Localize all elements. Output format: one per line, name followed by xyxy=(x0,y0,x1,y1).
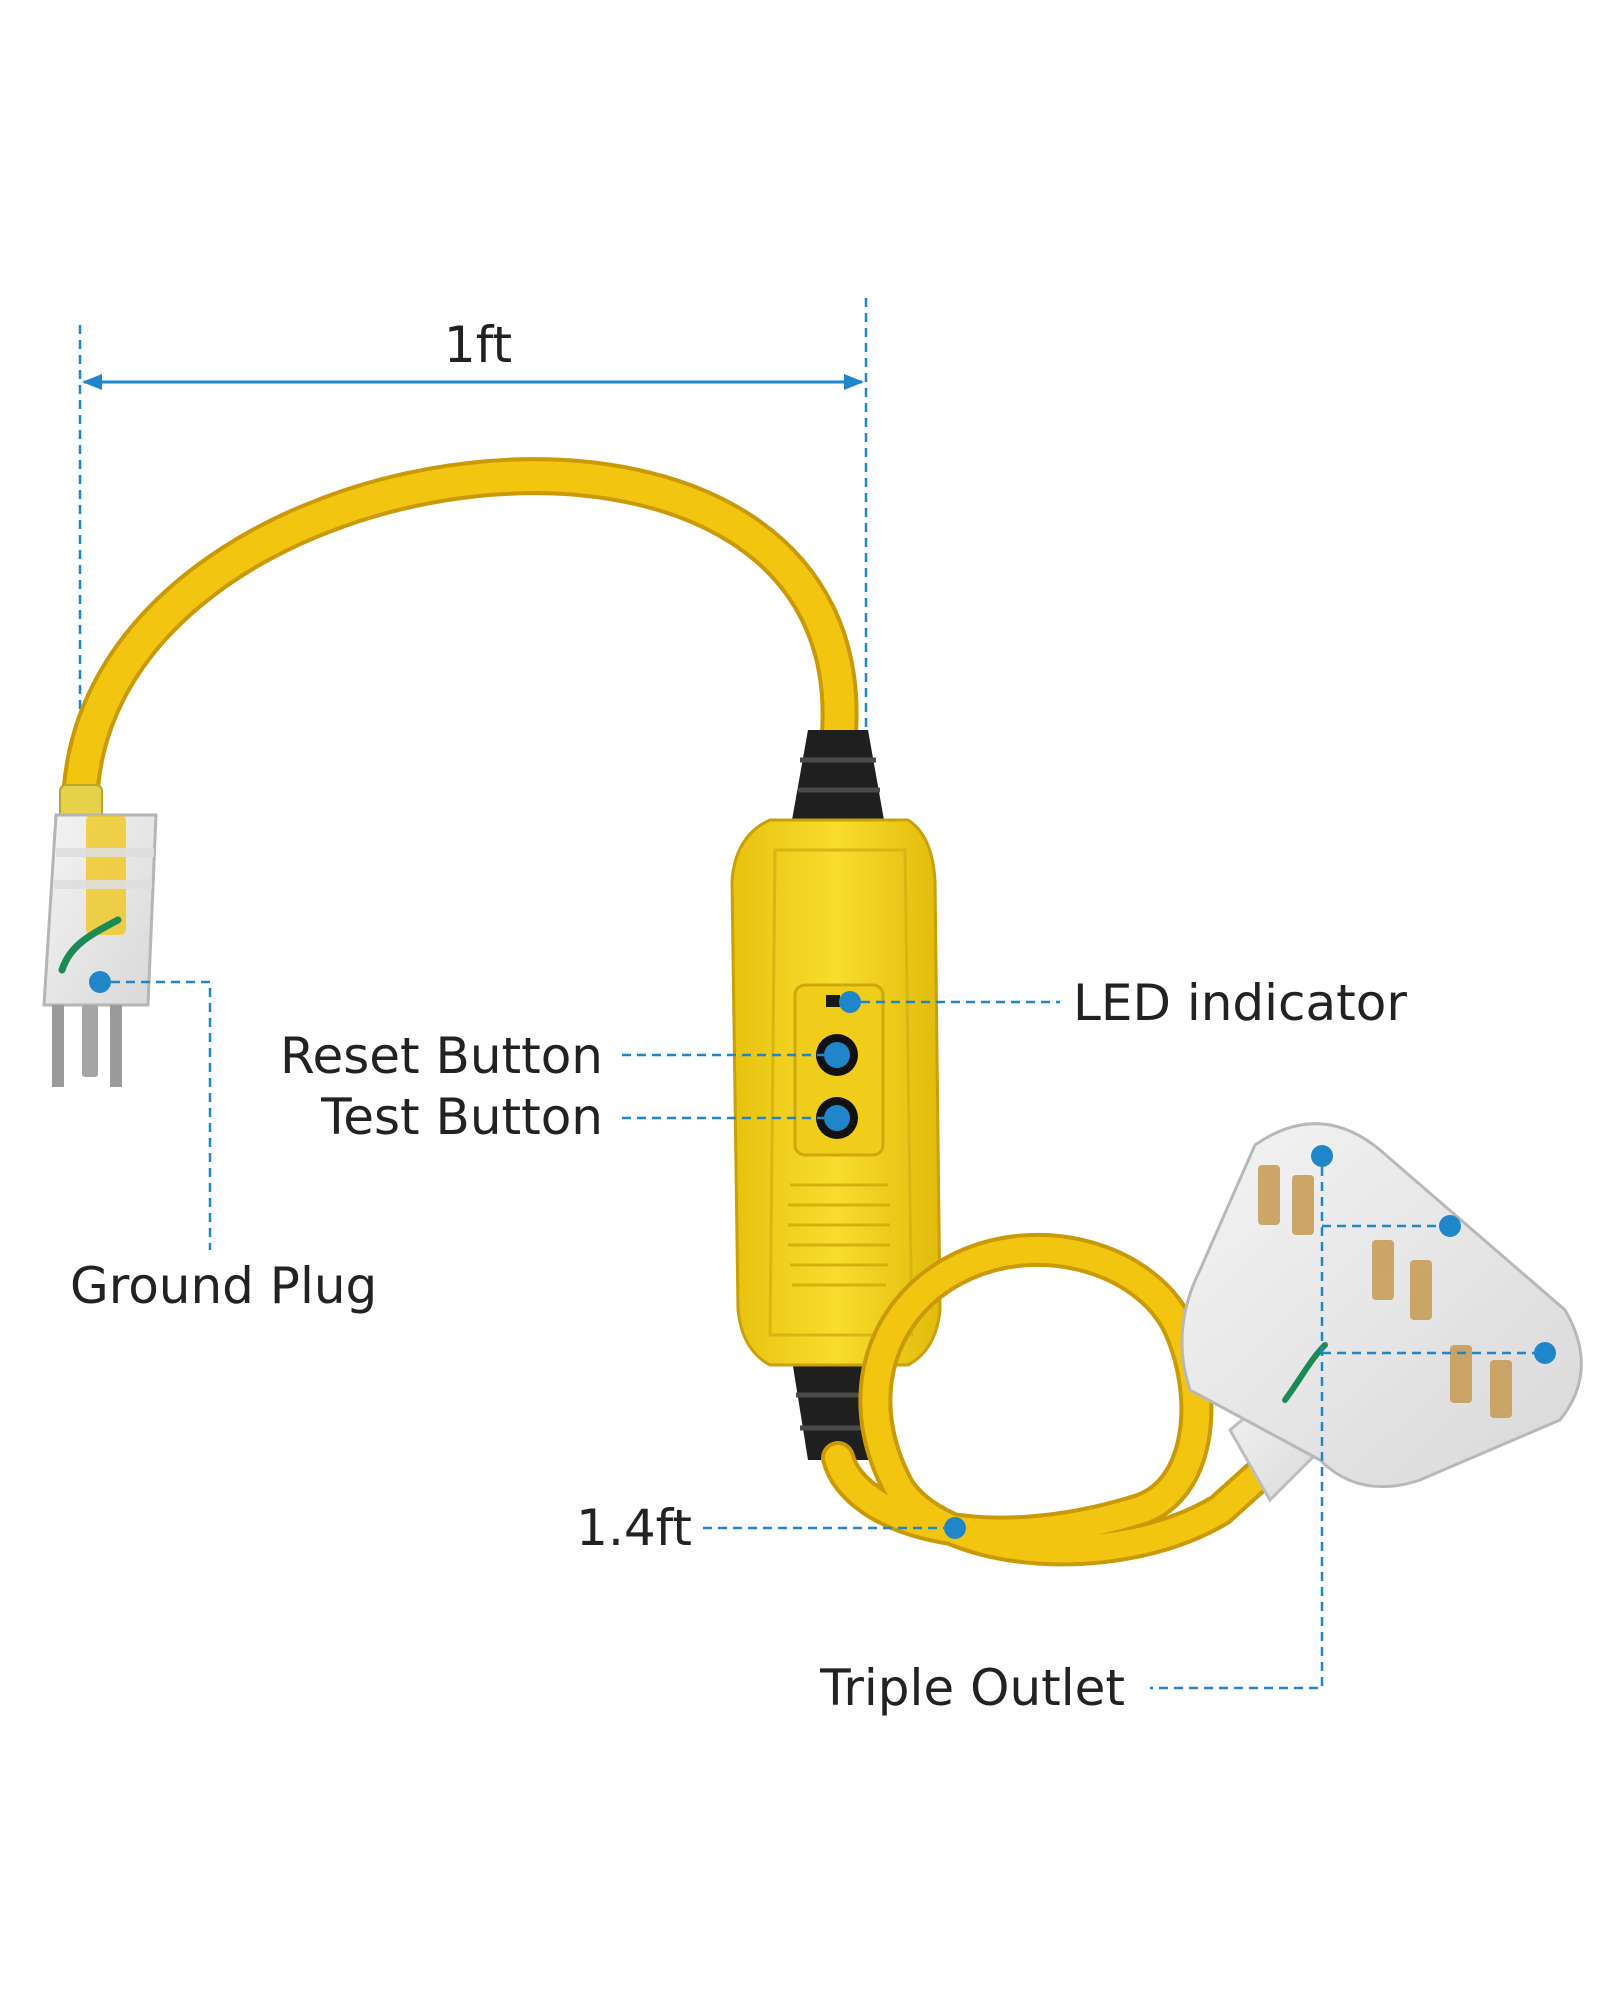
dimension-bottom-label: 1.4ft xyxy=(576,1499,692,1557)
callout-reset-dot xyxy=(824,1042,850,1068)
callout-ground-dot xyxy=(89,971,111,993)
dimension-top: 1ft xyxy=(78,298,868,790)
ground-plug-inner-core xyxy=(86,815,126,935)
outlet-3-contact-a xyxy=(1450,1345,1472,1403)
led-indicator-light xyxy=(826,995,840,1007)
ground-plug-rib-2 xyxy=(54,880,152,889)
ground-plug-blade-right xyxy=(110,1005,122,1087)
callout-bottom-length: 1.4ft xyxy=(576,1499,966,1557)
strain-relief-top xyxy=(792,730,884,820)
test-button-label: Test Button xyxy=(320,1088,603,1146)
ground-plug-label: Ground Plug xyxy=(70,1257,377,1315)
cord-top xyxy=(61,457,859,829)
dimension-top-label: 1ft xyxy=(444,316,512,374)
led-indicator-label: LED indicator xyxy=(1073,974,1407,1032)
ground-plug-ground-pin xyxy=(82,1005,98,1077)
ground-plug-blade-left xyxy=(52,1005,64,1087)
callout-outlet-dot-2 xyxy=(1439,1215,1461,1237)
callout-test-dot xyxy=(824,1105,850,1131)
triple-outlet-label: Triple Outlet xyxy=(819,1659,1125,1717)
outlet-3-contact-b xyxy=(1490,1360,1512,1418)
callout-reset: Reset Button xyxy=(280,1027,850,1085)
callout-ground-leader xyxy=(111,980,212,1250)
outlet-1-contact-a xyxy=(1258,1165,1280,1225)
ground-plug-rib-1 xyxy=(56,848,154,857)
outlet-2-contact-b xyxy=(1410,1260,1432,1320)
gfci-housing-facet xyxy=(768,848,914,1337)
callout-outlet-dot-1 xyxy=(1311,1145,1333,1167)
cord-top-body xyxy=(65,461,855,825)
reset-button-label: Reset Button xyxy=(280,1027,603,1085)
callout-outlet: Triple Outlet xyxy=(819,1145,1556,1717)
triple-outlet xyxy=(1180,1122,1583,1503)
callout-test: Test Button xyxy=(320,1088,850,1146)
strain-relief-top-body xyxy=(792,730,884,820)
outlet-2-contact-a xyxy=(1372,1240,1394,1300)
triple-outlet-contacts xyxy=(1258,1165,1512,1418)
gfci-warning-lines xyxy=(788,1183,890,1287)
callout-ground: Ground Plug xyxy=(70,971,377,1315)
callout-led-dot xyxy=(839,991,861,1013)
callout-led: LED indicator xyxy=(839,974,1407,1032)
outlet-1-contact-b xyxy=(1292,1175,1314,1235)
ground-plug-green-wire xyxy=(58,916,122,974)
triple-outlet-body xyxy=(1180,1122,1583,1489)
callout-outlet-leader-1 xyxy=(1150,1167,1324,1690)
ground-plug xyxy=(42,784,158,1087)
callout-outlet-dot-3 xyxy=(1534,1342,1556,1364)
callout-bottom-length-dot xyxy=(944,1517,966,1539)
